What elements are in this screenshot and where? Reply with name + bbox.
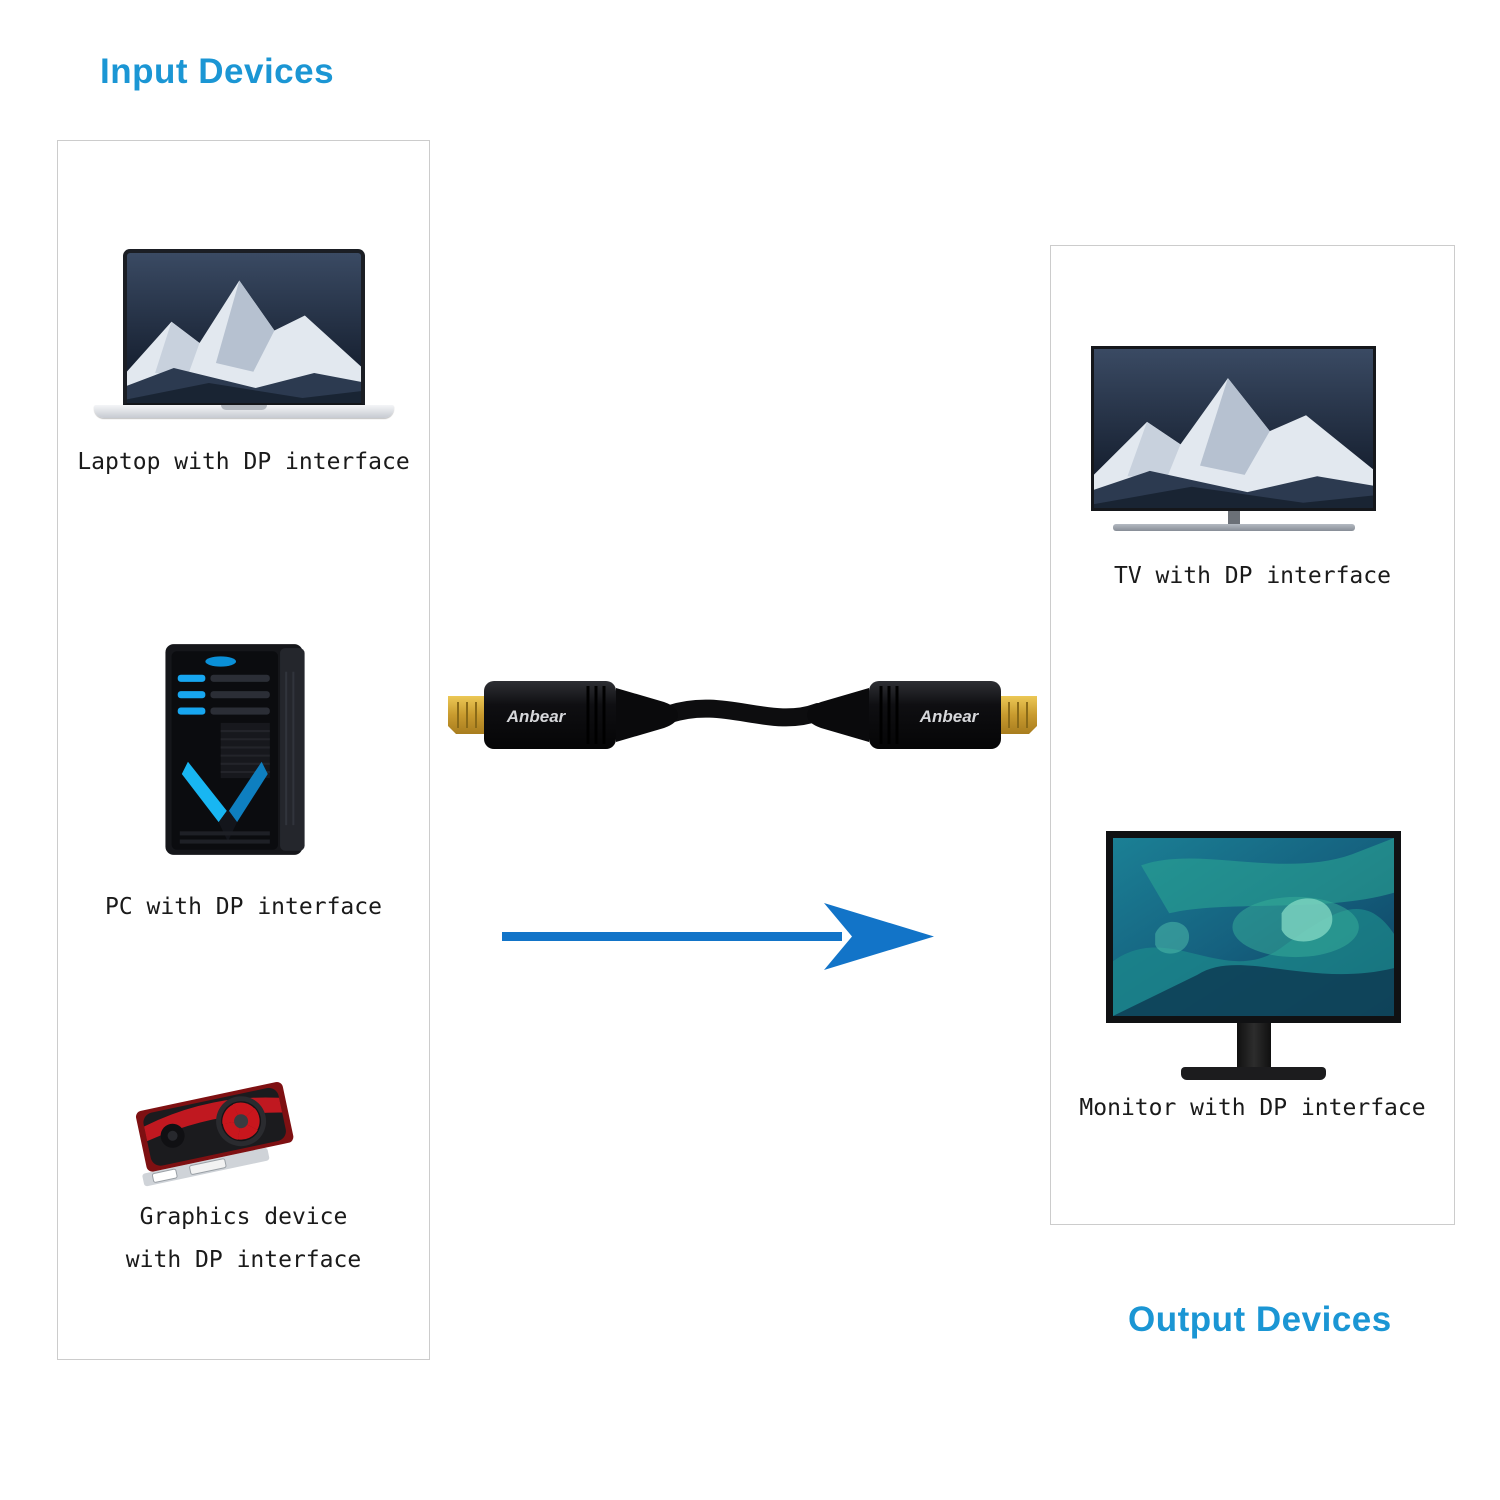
monitor-neck	[1236, 1023, 1271, 1067]
laptop-screen	[123, 249, 365, 405]
tv-label: TV with DP interface	[1114, 563, 1391, 589]
input-devices-panel: Laptop with DP interface	[57, 140, 430, 1360]
input-devices-title: Input Devices	[100, 52, 335, 91]
cable-brand-text-left: Anbear	[506, 707, 567, 726]
tv-neck	[1227, 511, 1240, 524]
laptop-base	[94, 405, 394, 418]
arrow-right-icon	[500, 897, 936, 977]
output-devices-panel: TV with DP interface	[1050, 245, 1455, 1225]
monitor-screen	[1106, 831, 1401, 1023]
cable-brand-text-right: Anbear	[919, 707, 980, 726]
dp-cable-graphic: Anbear Anbear	[448, 681, 1037, 749]
graphics-card-graphic	[135, 1082, 294, 1187]
tv-stand	[1112, 524, 1355, 531]
monitor-base	[1181, 1067, 1326, 1080]
pc-tower-graphic	[165, 644, 305, 855]
tv-screen	[1091, 346, 1376, 511]
graphics-card-label-line1: Graphics device	[139, 1204, 348, 1230]
graphics-card-image	[128, 1066, 303, 1211]
graphics-card-label-line2: with DP interface	[125, 1247, 362, 1273]
mountain-wallpaper	[1094, 349, 1373, 508]
arrow-right-graphic	[502, 903, 934, 970]
monitor-image	[1106, 831, 1401, 1080]
abstract-wallpaper	[1113, 838, 1394, 1016]
tv-image	[1091, 346, 1376, 531]
mountain-wallpaper	[127, 253, 361, 403]
pc-tower-image	[154, 641, 314, 861]
laptop-label: Laptop with DP interface	[77, 449, 410, 475]
output-devices-title: Output Devices	[1128, 1300, 1392, 1339]
pc-label: PC with DP interface	[105, 894, 382, 920]
dp-cable-image: Anbear Anbear	[440, 660, 1045, 768]
monitor-label: Monitor with DP interface	[1079, 1095, 1426, 1121]
laptop-image	[94, 249, 394, 418]
